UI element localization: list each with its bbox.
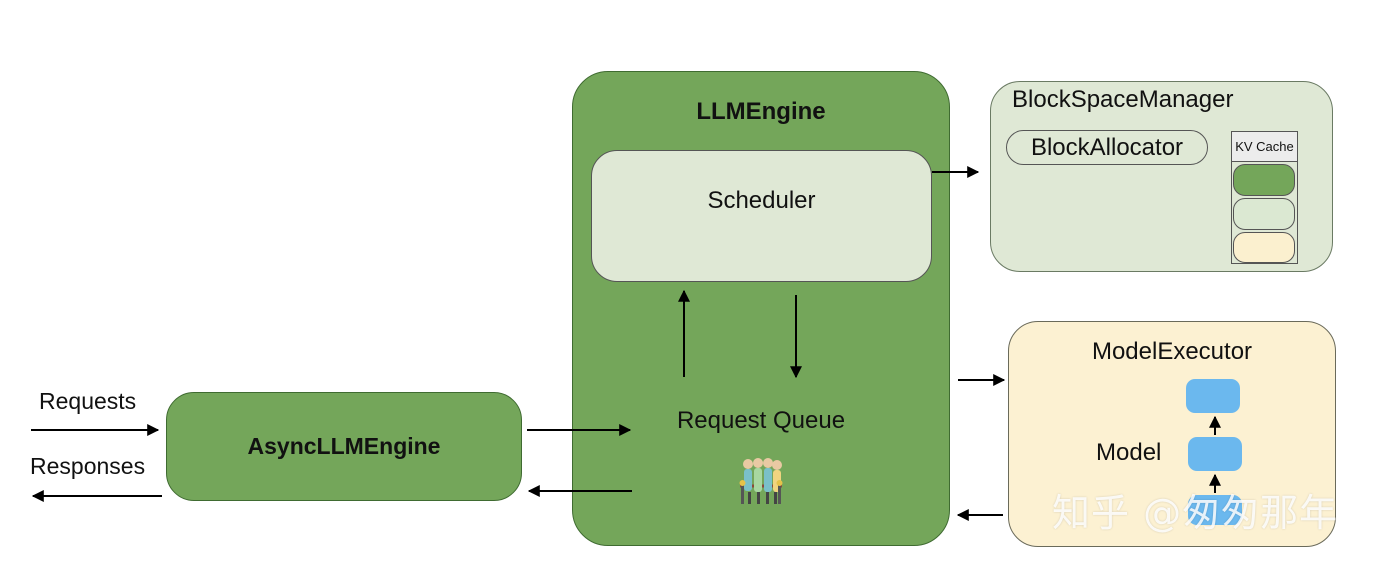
model-layer-middle: [1188, 437, 1242, 471]
model-label: Model: [1096, 439, 1162, 466]
model-layer-top: [1186, 379, 1240, 413]
async-llm-engine-box: AsyncLLMEngine: [166, 392, 522, 501]
kv-cache-block-free: [1233, 198, 1295, 230]
model-layer-bottom: [1188, 495, 1242, 525]
model-executor-title: ModelExecutor: [1091, 338, 1253, 365]
people-queue-icon: [736, 456, 786, 506]
async-llm-engine-label: AsyncLLMEngine: [247, 433, 441, 459]
model-executor-box: [1008, 321, 1336, 547]
llm-engine-title: LLMEngine: [696, 98, 826, 125]
request-queue-label: Request Queue: [676, 407, 846, 434]
scheduler-label: Scheduler: [707, 187, 816, 214]
block-allocator-box: BlockAllocator: [1006, 130, 1208, 165]
block-allocator-label: BlockAllocator: [1030, 133, 1184, 161]
requests-label: Requests: [39, 388, 137, 414]
kv-cache-label: KV Cache: [1235, 139, 1294, 154]
responses-label: Responses: [30, 453, 146, 479]
kv-cache-block-swapped: [1233, 232, 1295, 263]
scheduler-box: Scheduler: [591, 150, 932, 282]
watermark: 知乎 @匆匆那年: [1052, 491, 1339, 535]
kv-cache-header: KV Cache: [1231, 131, 1298, 162]
block-space-manager-title: BlockSpaceManager: [1012, 86, 1234, 113]
kv-cache-block-used: [1233, 164, 1295, 196]
